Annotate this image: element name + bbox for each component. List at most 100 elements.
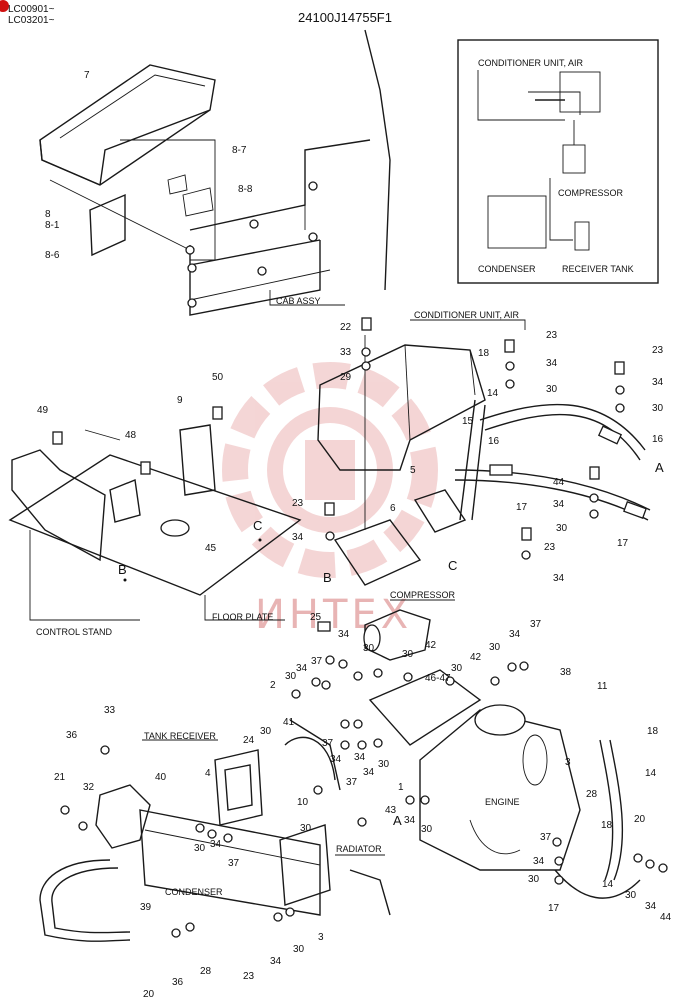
label-floor-plate: FLOOR PLATE	[212, 612, 273, 622]
part-label: 30	[260, 726, 272, 737]
inset-label-condenser: CONDENSER	[478, 264, 536, 274]
serial-code-2: LC03201~	[8, 15, 55, 26]
part-label: 30	[421, 824, 433, 835]
part-label: 25	[310, 612, 322, 623]
part-label: 2	[270, 680, 276, 691]
part-label: 34	[553, 573, 565, 584]
part-label: 10	[297, 797, 309, 808]
ref-letter-c: C	[253, 518, 262, 533]
part-label: 14	[645, 768, 657, 779]
part-label: 30	[652, 403, 664, 414]
part-label: 1	[398, 782, 404, 793]
part-label: 41	[283, 717, 295, 728]
reference-letters: A A B B C C	[118, 460, 664, 828]
part-label: 23	[544, 542, 556, 553]
part-label: 6	[390, 503, 396, 514]
part-label: 30	[402, 649, 414, 660]
air-conditioner-unit: CONDITIONER UNIT, AIR	[317, 310, 651, 586]
part-label: 8-7	[232, 145, 247, 156]
part-label: 38	[560, 667, 572, 678]
ref-letter-a: A	[655, 460, 664, 475]
part-label: 20	[634, 814, 646, 825]
part-label: 30	[293, 944, 305, 955]
part-label: 17	[516, 502, 528, 513]
condenser-group: TANK RECEIVER CONDENSER RADIATOR	[39, 731, 391, 942]
ref-letter-b: B	[118, 562, 127, 577]
compressor-group: COMPRESSOR	[284, 590, 482, 791]
part-label: 37	[228, 858, 240, 869]
part-label: 37	[322, 738, 334, 749]
drawing-number: 24100J14755F1	[298, 10, 392, 25]
part-label: 8	[45, 209, 51, 220]
part-label: 34	[210, 839, 222, 850]
part-label: 34	[645, 901, 657, 912]
cab-assembly: CAB ASSY	[39, 29, 391, 316]
part-label: 34	[270, 956, 282, 967]
part-label: 33	[340, 347, 352, 358]
part-label: 3	[318, 932, 324, 943]
part-label: 8-1	[45, 220, 60, 231]
part-label: 30	[556, 523, 568, 534]
part-label: 36	[172, 977, 184, 988]
part-label: 20	[143, 989, 155, 1000]
serial-code-1: LC00901~	[8, 4, 55, 15]
part-label: 21	[54, 772, 66, 783]
part-label: 34	[354, 752, 366, 763]
part-label: 18	[478, 348, 490, 359]
part-label: 3	[565, 757, 571, 768]
part-number-labels: 7 8-7 8-8 8 8-1 8-6 22 33 29 23 18 14 15…	[37, 70, 672, 1000]
label-compressor: COMPRESSOR	[390, 590, 456, 600]
part-label: 36	[66, 730, 78, 741]
part-label: 37	[311, 656, 323, 667]
part-label: 32	[83, 782, 95, 793]
part-label: 49	[37, 405, 49, 416]
ref-letter-c: C	[448, 558, 457, 573]
part-label: 34	[296, 663, 308, 674]
inset-label-compressor: COMPRESSOR	[558, 188, 624, 198]
part-label: 7	[84, 70, 90, 81]
part-label: 48	[125, 430, 137, 441]
fasteners	[52, 317, 668, 938]
part-label: 23	[243, 971, 255, 982]
ref-letter-a: A	[393, 813, 402, 828]
label-engine: ENGINE	[485, 797, 520, 807]
part-label: 16	[652, 434, 664, 445]
part-label: 23	[546, 330, 558, 341]
part-label: 30	[451, 663, 463, 674]
part-label: 34	[553, 499, 565, 510]
label-cab-assy: CAB ASSY	[276, 296, 321, 306]
part-label: 28	[586, 789, 598, 800]
part-label: 30	[300, 823, 312, 834]
part-label: 30	[489, 642, 501, 653]
ref-letter-b: B	[323, 570, 332, 585]
part-label: 45	[205, 543, 217, 554]
part-label: 34	[338, 629, 350, 640]
part-label: 15	[462, 416, 474, 427]
inset-label-conditioner: CONDITIONER UNIT, AIR	[478, 58, 584, 68]
part-label: 44	[553, 477, 565, 488]
part-label: 37	[346, 777, 358, 788]
part-label: 37	[530, 619, 542, 630]
part-label: 34	[404, 815, 416, 826]
part-label: 44	[660, 912, 672, 923]
part-label: 34	[652, 377, 664, 388]
part-label: 34	[330, 754, 342, 765]
schematic-inset: CONDITIONER UNIT, AIR COMPRESSOR CONDENS…	[457, 39, 659, 284]
part-label: 30	[546, 384, 558, 395]
part-label: 17	[548, 903, 560, 914]
part-label: 23	[652, 345, 664, 356]
part-label: 28	[200, 966, 212, 977]
part-label: 34	[546, 358, 558, 369]
part-label: 4	[205, 768, 211, 779]
part-label: 34	[363, 767, 375, 778]
label-condenser: CONDENSER	[165, 887, 223, 897]
part-label: 34	[509, 629, 521, 640]
label-radiator: RADIATOR	[336, 844, 382, 854]
part-label: 34	[292, 532, 304, 543]
part-label: 29	[340, 372, 352, 383]
part-label: 33	[104, 705, 116, 716]
label-conditioner-unit: CONDITIONER UNIT, AIR	[414, 310, 520, 320]
part-label: 40	[155, 772, 167, 783]
part-label: 34	[533, 856, 545, 867]
